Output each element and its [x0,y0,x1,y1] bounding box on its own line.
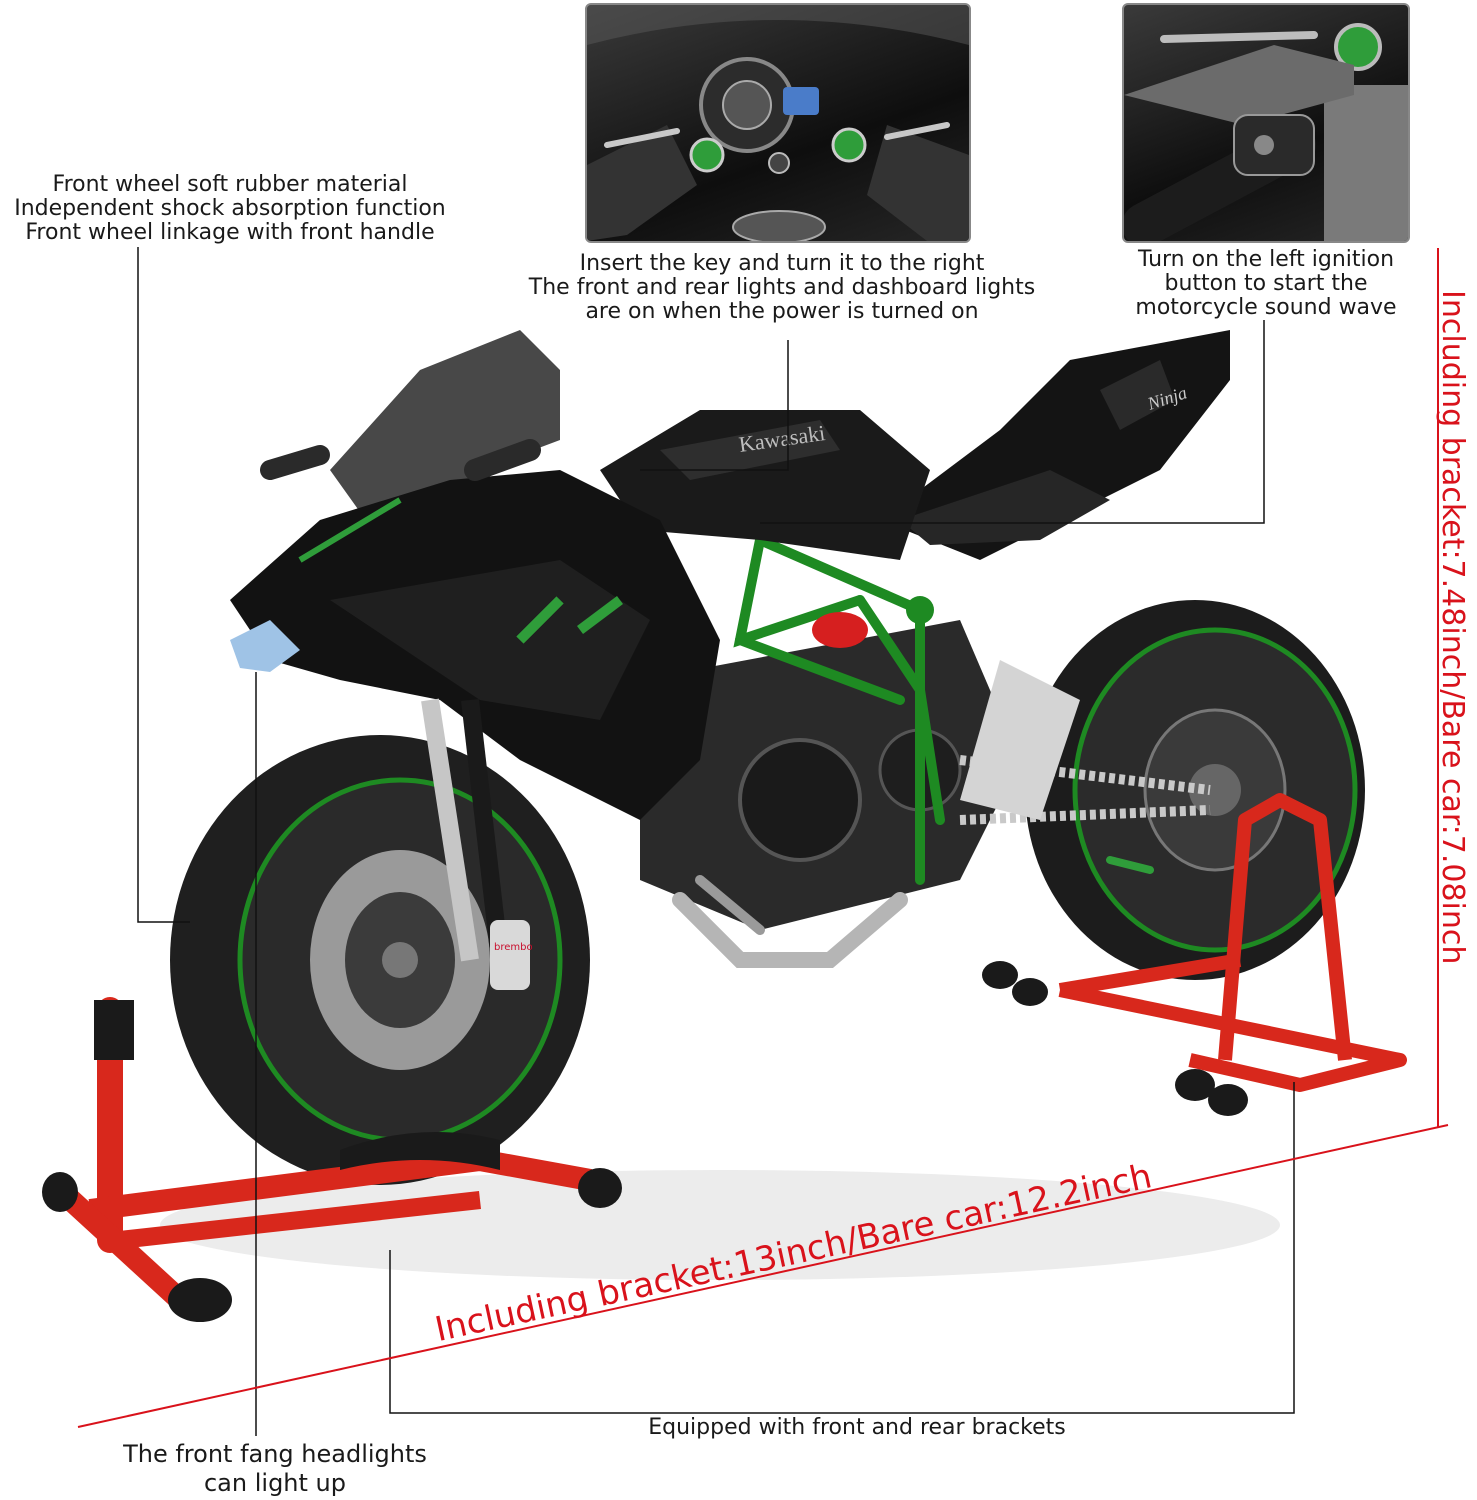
caliper-logo: brembo [494,942,533,953]
front-wheel-leader [137,247,190,923]
headlights-caption-line-2: can light up [203,1469,346,1497]
front-fairing [230,330,720,820]
front-wheel: brembo [170,698,590,1185]
key-power-leader [640,340,789,471]
key-power-caption-line-1: Insert the key and turn it to the right [579,251,985,276]
dimension-lines [77,248,1449,1428]
front-wheel-caption-line-3: Front wheel linkage with front handle [25,220,435,245]
ignition-caption-line-3: motorcycle sound wave [1135,295,1397,320]
ignition-caption-line-2: button to start the [1164,271,1368,296]
front-wheel-caption: Front wheel soft rubber material Indepen… [0,173,460,245]
swingarm [959,660,1211,874]
headlights-caption-line-1: The front fang headlights [123,1440,427,1468]
frame-bolt [906,596,934,624]
brackets-caption: Equipped with front and rear brackets [648,1415,1066,1440]
fang-headlight [230,620,300,672]
rear-wheel [1025,600,1365,980]
dashboard-inset-art [587,5,969,241]
front-wheel-caption-line-2: Independent shock absorption function [14,196,446,221]
length-dimension-line [77,1124,1449,1428]
key-power-caption-line-3: are on when the power is turned on [585,299,979,324]
red-cap [812,612,868,648]
ignition-inset-photo [1122,3,1410,243]
key-power-caption: Insert the key and turn it to the right … [500,252,1064,324]
trellis-frame [733,535,945,885]
leader-lines [137,247,1295,1436]
height-dimension-label: Including bracket:7.48inch/Bare car:7.08… [1435,290,1470,965]
key-power-caption-line-2: The front and rear lights and dashboard … [528,275,1036,300]
dashboard-inset-photo [585,3,971,243]
front-wheel-caption-line-1: Front wheel soft rubber material [52,172,408,197]
rear-stand [1058,793,1407,1092]
rear-stand-casters [982,961,1248,1116]
ignition-inset-art [1124,23,1408,241]
ignition-leader [760,320,1265,524]
headlights-caption: The front fang headlights can light up [90,1440,460,1498]
front-stand [42,997,622,1322]
tail-section [880,330,1230,560]
ignition-caption: Turn on the left ignition button to star… [1112,248,1420,320]
ignition-caption-line-1: Turn on the left ignition [1137,247,1395,272]
brackets-leader [389,1082,1295,1414]
